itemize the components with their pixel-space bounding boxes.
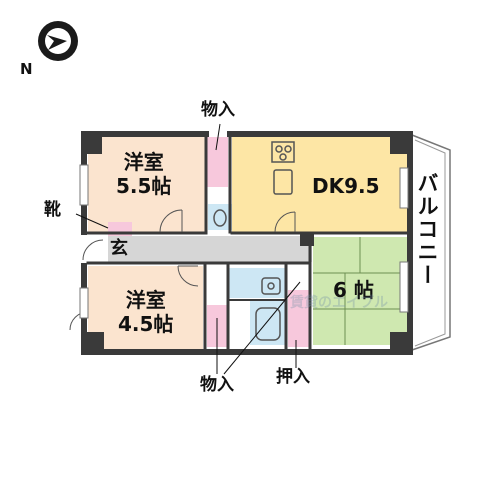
walls <box>81 131 413 355</box>
western-room-large <box>88 136 206 232</box>
room-name: 洋室 <box>125 288 166 312</box>
oshiire-closet <box>288 290 310 347</box>
bathtub-icon <box>255 307 281 341</box>
room-size: 4.5帖 <box>118 312 174 336</box>
windows <box>79 164 409 319</box>
toilet-icon <box>213 209 227 227</box>
closet-bottom-label: 物入 <box>200 375 234 395</box>
watermark: 賃貸のエイブル <box>290 295 388 311</box>
doors <box>69 209 296 331</box>
room-size: 5.5帖 <box>116 174 172 198</box>
balcony-label: バルコニー <box>415 172 439 287</box>
room-name: 洋室 <box>123 150 164 174</box>
dining-kitchen <box>232 136 408 232</box>
closet-top-label: 物入 <box>201 100 235 120</box>
oshiire-label: 押入 <box>276 367 310 387</box>
japanese-room-label: 6 帖 <box>333 278 374 302</box>
sink-icon <box>261 277 281 295</box>
washroom <box>228 268 286 298</box>
compass-icon <box>38 21 78 61</box>
callout-leaders <box>75 123 301 375</box>
dining-kitchen-label: DK9.5 <box>312 174 380 198</box>
shoe-storage-label: 靴 <box>44 200 61 220</box>
tatami-lines <box>313 237 408 345</box>
closet-top <box>207 137 228 187</box>
balcony <box>411 134 451 351</box>
kitchen-sink-icon <box>273 169 293 195</box>
hallway <box>108 236 312 262</box>
entrance-label: 玄 <box>110 238 128 259</box>
north-label: N <box>20 60 33 78</box>
columns <box>82 132 412 354</box>
western-room-large-label: 洋室 5.5帖 <box>116 150 171 198</box>
western-room-small-label: 洋室 4.5帖 <box>118 288 173 336</box>
stove-icon <box>271 141 295 163</box>
